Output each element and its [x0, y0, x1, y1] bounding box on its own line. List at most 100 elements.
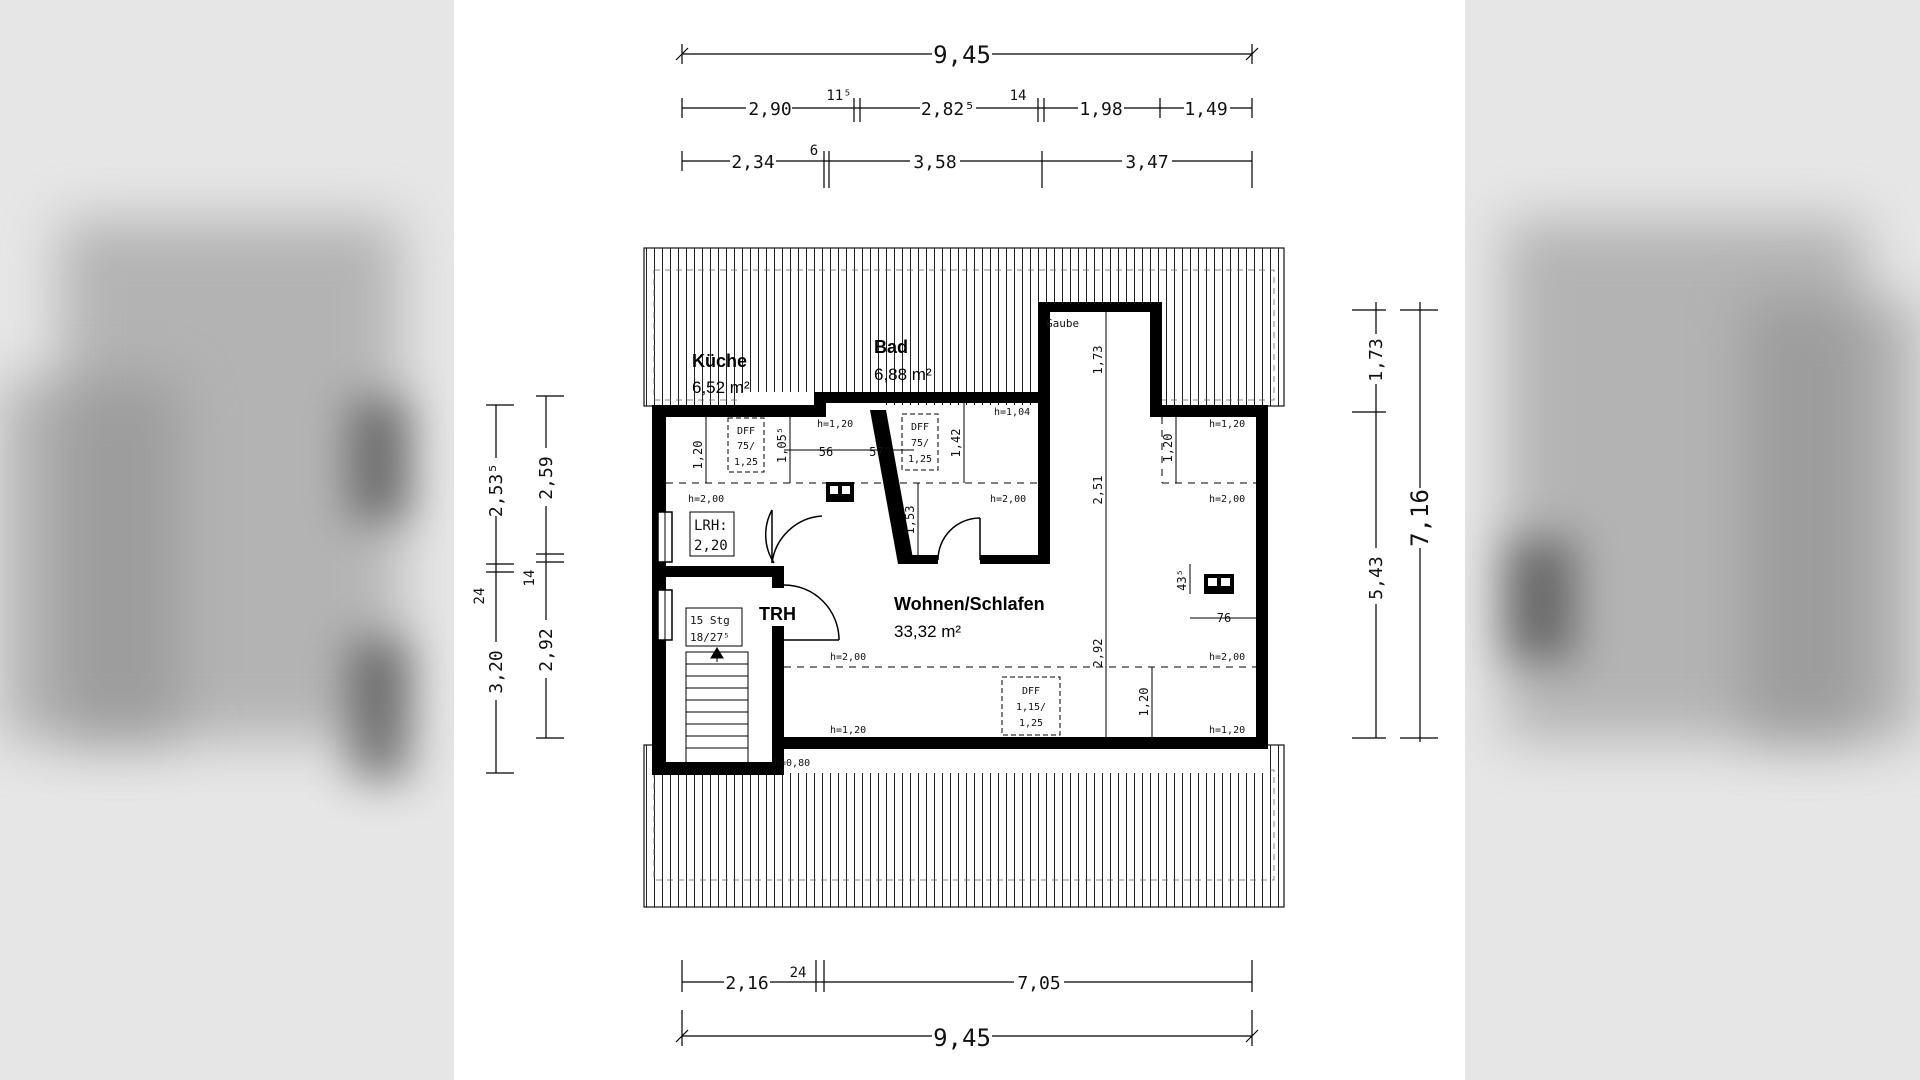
dim-top-2-90: 2,90	[748, 99, 791, 120]
dim-top-14: 14	[1010, 88, 1027, 104]
svg-text:Bad: Bad	[874, 337, 908, 357]
svg-text:1,53: 1,53	[903, 506, 917, 535]
svg-text:2,92: 2,92	[1091, 639, 1105, 668]
svg-text:h=2,00: h=2,00	[1209, 652, 1245, 663]
chimney-1	[826, 482, 854, 502]
svg-text:76: 76	[1217, 611, 1231, 625]
dim-top-2-34: 2,34	[731, 152, 774, 173]
svg-text:43⁵: 43⁵	[1175, 569, 1189, 591]
dim-left-2-92: 2,92	[536, 628, 557, 671]
dim-right-5-43: 5,43	[1366, 556, 1387, 599]
dim-left-14: 14	[522, 570, 538, 587]
svg-text:1,73: 1,73	[1091, 346, 1105, 375]
skylight-2: DFF 75/ 1,25	[901, 413, 939, 471]
svg-text:h=2,00: h=2,00	[990, 494, 1026, 505]
svg-text:h=0,80: h=0,80	[774, 758, 810, 769]
window-left-lower	[657, 589, 673, 641]
svg-text:Gaube: Gaube	[1046, 317, 1079, 330]
svg-text:h=2,00: h=2,00	[688, 494, 724, 505]
dim-bottom-24: 24	[790, 965, 807, 981]
svg-text:h=1,20: h=1,20	[1209, 419, 1245, 430]
interior-dimension-labels: 1,20 1,05⁵ 56 57⁵ 1,42 1,53 1,73 2,51 2,…	[691, 346, 1231, 717]
roof-hatch-top	[643, 247, 1285, 407]
svg-text:15 Stg: 15 Stg	[690, 614, 730, 627]
svg-text:1,20: 1,20	[1137, 688, 1151, 717]
dim-top-2-82: 2,82⁵	[921, 99, 975, 120]
door-bad	[937, 517, 981, 561]
svg-text:6,52 m²: 6,52 m²	[692, 378, 750, 397]
walls	[652, 302, 1268, 775]
floor-plan-sheet: DFF 75/ 1,25 DFF 75/ 1,25 DFF 1,15/ 1,25…	[454, 0, 1465, 1080]
svg-text:DFF: DFF	[1022, 686, 1040, 697]
svg-text:DFF: DFF	[737, 426, 755, 437]
svg-text:2,20: 2,20	[694, 538, 728, 554]
dim-left-2-59: 2,59	[536, 456, 557, 499]
svg-text:1,25: 1,25	[908, 454, 932, 465]
room-label-bad: Bad 6,88 m²	[874, 337, 932, 384]
blurred-background-right	[1465, 0, 1920, 1080]
dim-right-total-label: 7,16	[1406, 489, 1434, 547]
svg-text:18/27⁵: 18/27⁵	[690, 631, 730, 644]
skylight-3: DFF 1,15/ 1,25	[1001, 676, 1061, 736]
dim-top-1-49: 1,49	[1184, 99, 1227, 120]
room-label-gaube: Gaube	[1046, 317, 1079, 330]
chimney-2	[1204, 574, 1234, 594]
dim-top-3-58: 3,58	[913, 152, 956, 173]
svg-text:57⁵: 57⁵	[869, 445, 891, 459]
skylight-1: DFF 75/ 1,25	[727, 417, 765, 473]
room-label-kueche: Küche 6,52 m²	[692, 351, 750, 397]
dim-left-2-53: 2,53⁵	[486, 463, 507, 517]
height-labels: h=1,20 h=1,04 h=1,20 h=2,00 h=2,00 h=2,0…	[688, 407, 1245, 769]
dim-bottom-row1	[681, 960, 1253, 992]
svg-text:h=2,00: h=2,00	[1209, 494, 1245, 505]
staircase	[685, 647, 749, 767]
svg-text:h=1,20: h=1,20	[817, 419, 853, 430]
dim-bottom-total-label: 9,45	[933, 1024, 991, 1052]
dim-left-inner	[536, 395, 564, 739]
window-left-upper	[657, 511, 673, 563]
door-trh	[783, 584, 840, 641]
svg-text:h=1,20: h=1,20	[1209, 725, 1245, 736]
svg-text:1,25: 1,25	[734, 457, 758, 468]
building-interior	[652, 302, 1268, 773]
svg-text:75/: 75/	[911, 438, 929, 449]
svg-text:1,25: 1,25	[1019, 718, 1043, 729]
svg-text:56: 56	[819, 445, 833, 459]
dim-left-3-20: 3,20	[486, 650, 507, 693]
lrh-note: LRH: 2,20	[689, 511, 735, 557]
svg-text:1,20: 1,20	[1161, 434, 1175, 463]
svg-text:DFF: DFF	[911, 422, 929, 433]
svg-text:h=1,20: h=1,20	[830, 725, 866, 736]
svg-text:h=1,04: h=1,04	[994, 407, 1030, 418]
floor-plan-drawing: DFF 75/ 1,25 DFF 75/ 1,25 DFF 1,15/ 1,25…	[472, 40, 1438, 1052]
room-label-trh: TRH	[759, 604, 796, 624]
dim-bottom-2-16: 2,16	[725, 973, 768, 994]
interior-dimensions	[705, 312, 1256, 737]
svg-text:TRH: TRH	[759, 604, 796, 624]
svg-text:LRH:: LRH:	[694, 518, 728, 534]
svg-text:Wohnen/Schlafen: Wohnen/Schlafen	[894, 594, 1045, 614]
dim-top-6: 6	[810, 143, 818, 159]
dim-left-24: 24	[472, 588, 488, 605]
svg-text:h=2,00: h=2,00	[830, 652, 866, 663]
svg-text:1,42: 1,42	[949, 429, 963, 458]
dim-top-1-98: 1,98	[1079, 99, 1122, 120]
dim-bottom-7-05: 7,05	[1017, 973, 1060, 994]
svg-text:2,51: 2,51	[1091, 476, 1105, 505]
svg-text:75/: 75/	[737, 441, 755, 452]
svg-text:6,88 m²: 6,88 m²	[874, 365, 932, 384]
svg-text:1,15/: 1,15/	[1016, 702, 1046, 713]
dim-top-3-47: 3,47	[1125, 152, 1168, 173]
room-label-wohnen: Wohnen/Schlafen 33,32 m²	[894, 594, 1045, 641]
svg-text:1,05⁵: 1,05⁵	[775, 427, 789, 463]
blurred-background-left	[0, 0, 454, 1080]
dim-top-11-5: 11⁵	[826, 88, 851, 104]
svg-text:Küche: Küche	[692, 351, 747, 371]
height-lines	[666, 417, 1256, 668]
stairs-note: 15 Stg 18/27⁵	[685, 607, 743, 647]
svg-text:33,32 m²: 33,32 m²	[894, 622, 961, 641]
dim-top-total-label: 9,45	[933, 41, 991, 69]
door-kueche	[764, 509, 823, 564]
dim-right-1-73: 1,73	[1366, 338, 1387, 381]
svg-text:1,20: 1,20	[691, 441, 705, 470]
